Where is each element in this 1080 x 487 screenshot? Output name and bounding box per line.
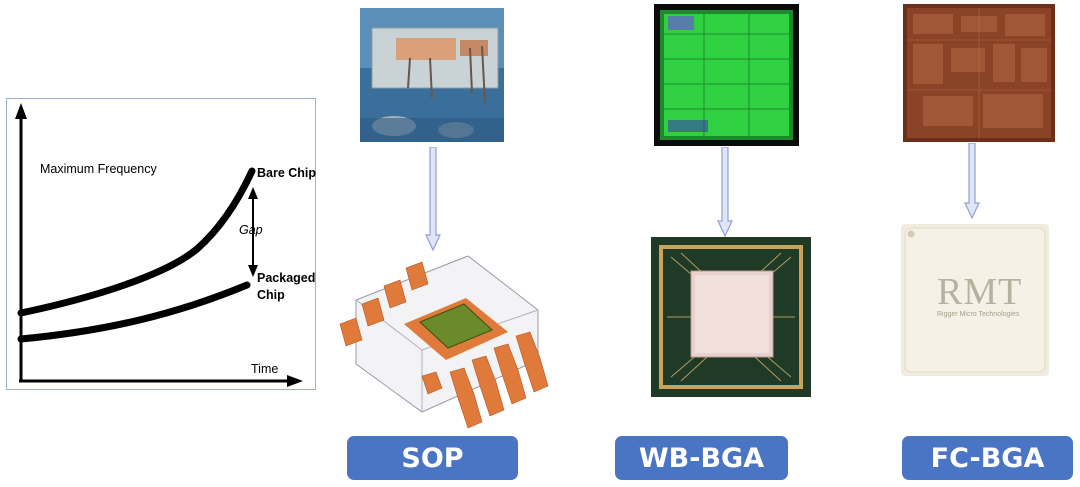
sop-label: SOP <box>347 436 518 480</box>
packaged-chip-curve <box>17 281 251 343</box>
bare-die-photo-sop <box>360 8 504 142</box>
x-axis-arrowhead <box>287 375 303 387</box>
fc-bga-package-photo: RMT Rigger Micro Technologies <box>901 224 1049 376</box>
fc-bga-lid-text: Rigger Micro Technologies <box>937 311 1020 318</box>
gap-arrow-top-head <box>248 187 258 199</box>
bare-chip-curve <box>17 167 256 317</box>
packaged-chip-label-line1: Packaged <box>257 271 315 285</box>
gap-arrow-bottom-head <box>248 265 258 277</box>
packaged-chip-label-line2: Chip <box>257 288 285 302</box>
chart-canvas: Maximum Frequency Bare Chip Gap Packaged… <box>15 103 316 387</box>
bare-die-photo-wb-bga <box>654 4 799 146</box>
down-arrow-sop <box>425 147 441 251</box>
wb-bga-package-photo <box>651 237 811 397</box>
down-arrow-wb-bga <box>717 147 733 237</box>
fc-bga-lid-logo: RMT <box>937 271 1023 313</box>
fc-bga-label: FC-BGA <box>902 436 1073 480</box>
bare-die-photo-fc-bga <box>903 4 1055 142</box>
sop-package-illustration <box>326 248 562 432</box>
down-arrow-fc-bga <box>964 143 980 219</box>
y-axis-label: Maximum Frequency <box>40 162 157 176</box>
y-axis-arrowhead <box>15 103 27 119</box>
frequency-gap-chart: Maximum Frequency Bare Chip Gap Packaged… <box>6 98 316 390</box>
bare-chip-label: Bare Chip <box>257 166 316 180</box>
x-axis-label: Time <box>251 362 278 376</box>
gap-label: Gap <box>239 223 263 237</box>
wb-bga-label: WB-BGA <box>615 436 788 480</box>
